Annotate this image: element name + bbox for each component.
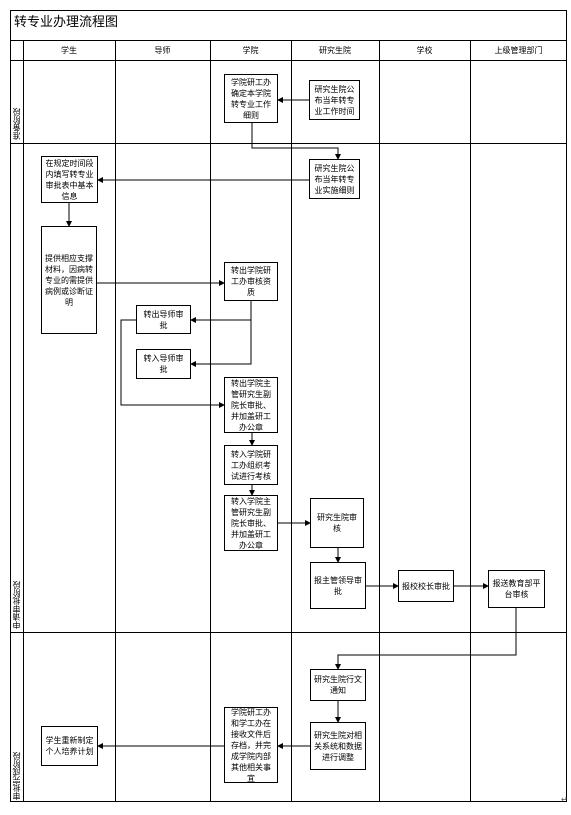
box-student-materials: 提供相应支撑材料，因病转专业的需提供病例或诊断证明 <box>41 226 97 334</box>
box-in-advisor: 转入导师审批 <box>136 349 191 379</box>
box-ministry-review: 报送教育部平台审核 <box>488 570 545 608</box>
box-grad-review: 研究生院审核 <box>310 498 364 548</box>
column-line-3 <box>291 40 292 802</box>
header-divider <box>10 60 567 61</box>
box-out-advisor: 转出导师审批 <box>136 305 191 334</box>
page-title: 转专业办理流程图 <box>14 15 119 30</box>
box-in-college-dean: 转入学院主管研究生副院长审批、并加盖研工办公章 <box>224 495 278 551</box>
column-line-5 <box>470 40 471 802</box>
box-college-office-rules: 学院研工办确定本学院转专业工作细则 <box>224 74 278 123</box>
column-line-4 <box>379 40 380 802</box>
column-header-student: 学生 <box>61 46 77 55</box>
column-header-advisor: 导师 <box>154 46 171 55</box>
box-grad-publish-rules: 研究生院公布当年转专业实施细则 <box>309 159 360 199</box>
box-school-president: 报校校长审批 <box>398 570 454 602</box>
column-header-university: 学校 <box>416 46 433 55</box>
flowchart-frame <box>10 10 567 802</box>
title-divider <box>10 40 567 41</box>
box-college-archive: 学院研工办和学工办在接收文件后存档，并完成学院内部其他相关事宜 <box>224 707 278 783</box>
column-line-2 <box>210 40 211 802</box>
box-grad-leader: 报主管领导审批 <box>310 562 366 609</box>
paragraph-mark: ↵ <box>561 795 568 804</box>
arrow-advisors-to-out-dean <box>120 319 225 408</box>
box-out-college-dean: 转出学院主管研究生副院长审批、并加盖研工办公章 <box>224 377 278 433</box>
box-student-replan: 学生重新制定个人培养计划 <box>41 726 98 766</box>
column-header-authority: 上级管理部门 <box>494 46 543 55</box>
arrow-college-review-to-out-advisor <box>190 301 252 323</box>
box-grad-publish-time: 研究生院公布当年转专业工作时间 <box>309 80 360 120</box>
box-in-college-exam: 转入学院研工办组织考试进行考核 <box>224 445 278 485</box>
stage-divider-1 <box>10 143 567 144</box>
column-header-graduate-school: 研究生院 <box>319 46 351 55</box>
column-header-college: 学院 <box>242 46 259 55</box>
column-line-1 <box>115 40 116 802</box>
arrow-out-advisor-to-in-advisor <box>190 320 252 367</box>
stage-divider-2 <box>10 632 567 633</box>
stage-column-line <box>23 40 24 802</box>
box-grad-notice: 研究生院行文通知 <box>310 669 366 701</box>
arrow-ministry-to-notice <box>335 608 517 670</box>
box-grad-adjust: 研究生院对相关系统和数据进行调整 <box>310 722 366 770</box>
arrow-college-rules-to-publish-rules <box>251 123 341 160</box>
box-student-fill-form: 在规定时间段内填写转专业审批表中基本信息 <box>41 156 98 203</box>
box-out-college-review: 转出学院研工办审核资质 <box>224 262 278 301</box>
